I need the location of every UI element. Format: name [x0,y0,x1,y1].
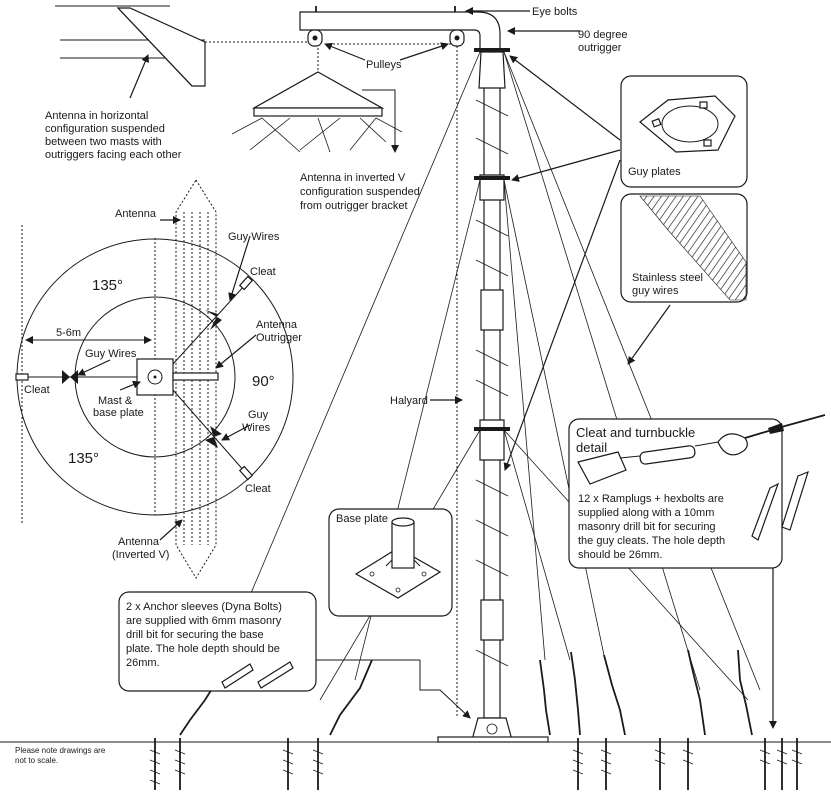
label-antenna-inv-1: Antenna [118,536,160,548]
cleat-title-1: Cleat and turnbuckle [576,425,695,440]
label-inverted-3: from outrigger bracket [300,200,408,212]
base-plate-box [328,508,453,617]
inverted-v-antenna-sketch [231,43,455,153]
anchor-line-3: drill bit for securing the base [126,629,264,641]
label-distance: 5-6m [56,327,81,339]
label-guy-right-1: Guy [248,409,269,421]
label-mast-2: base plate [93,407,144,419]
label-steel-1: Stainless steel [632,272,703,284]
dyna-bolt-icon [221,661,294,689]
label-angle-top: 135° [92,277,123,294]
cleat-line-2: supplied along with a 10mm [578,507,714,519]
label-steel-2: guy wires [632,285,679,297]
label-cleat-left: Cleat [24,384,50,396]
turnbuckle-chains [179,649,753,736]
label-cleat-top: Cleat [250,266,276,278]
note-line-1: Please note drawings are [15,746,106,755]
cleat-line-4: the guy cleats. The hole depth [578,535,725,547]
label-mast-1: Mast & [98,395,133,407]
label-outrigger-2: outrigger [578,42,622,54]
label-pulleys: Pulleys [366,59,402,71]
mast [299,6,549,743]
label-guy-wires-left: Guy Wires [85,348,137,360]
label-angle-bottom: 135° [68,450,99,467]
label-guy-right-2: Wires [242,422,271,434]
turnbuckle-icon [577,414,826,485]
cleat-title-2: detail [576,440,607,455]
ramplug-icon [751,470,809,541]
anchor-line-5: 26mm. [126,657,160,669]
label-angle-right: 90° [252,373,275,390]
stainless-wire-box [620,193,748,303]
label-halyard: Halyard [390,395,428,407]
label-horizontal-1: Antenna in horizontal [45,110,148,122]
label-inverted-2: configuration suspended [300,186,420,198]
label-base-plate: Base plate [336,513,388,525]
label-antenna-inv-2: (Inverted V) [112,549,169,561]
label-antenna: Antenna [115,208,157,220]
label-horizontal-4: outriggers facing each other [45,149,182,161]
anchor-line-1: 2 x Anchor sleeves (Dyna Bolts) [126,601,282,613]
label-cleat-bottom: Cleat [245,483,271,495]
guy-plates-box [620,75,748,188]
callout-arrows [310,7,777,729]
cleat-line-5: should be 26mm. [578,549,662,561]
anchor-line-2: are supplied with 6mm masonry [126,615,282,627]
horizontal-antenna-sketch [55,5,318,99]
label-inverted-1: Antenna in inverted V [300,172,406,184]
label-eye-bolts: Eye bolts [532,6,578,18]
label-horizontal-2: configuration suspended [45,123,165,135]
ground-anchors [149,738,803,790]
anchor-line-4: plate. The hole depth should be [126,643,280,655]
label-guy-plates: Guy plates [628,166,681,178]
cleat-line-1: 12 x Ramplugs + hexbolts are [578,493,724,505]
label-antenna-outrigger-2: Outrigger [256,332,302,344]
label-antenna-outrigger-1: Antenna [256,319,298,331]
cleat-line-3: masonry drill bit for securing [578,521,716,533]
plan-view [15,179,294,579]
anchor-sleeves-box [118,591,317,692]
cleat-turnbuckle-box [568,414,826,569]
note-line-2: not to scale. [15,756,58,765]
label-outrigger-1: 90 degree [578,29,628,41]
label-horizontal-3: between two masts with [45,136,162,148]
label-guy-wires-top: Guy Wires [228,231,280,243]
